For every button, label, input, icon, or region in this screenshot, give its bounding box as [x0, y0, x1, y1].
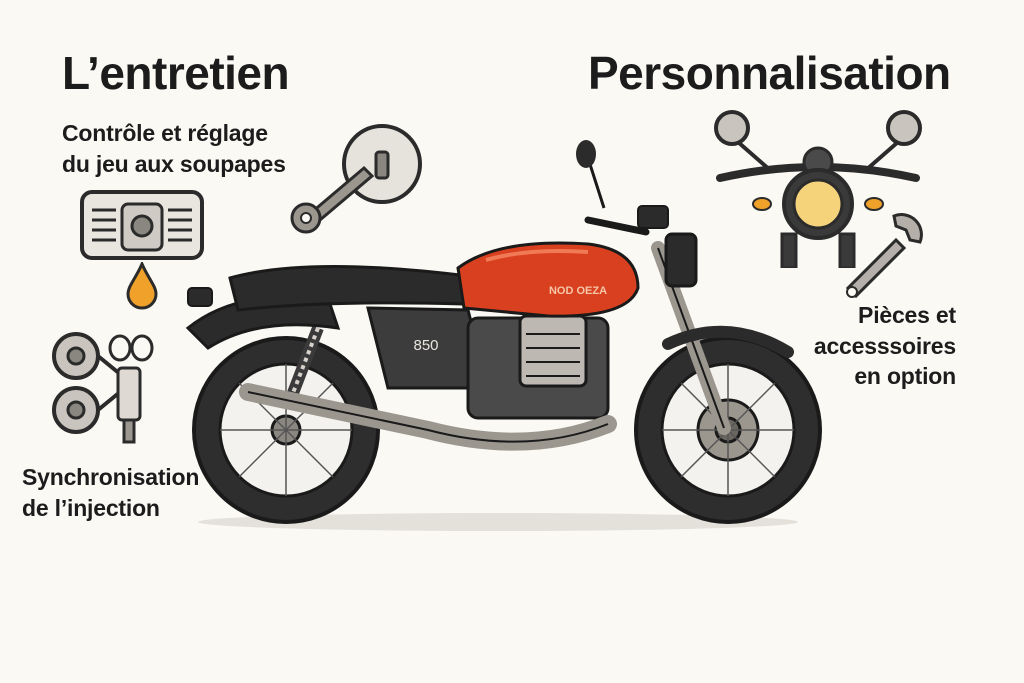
caption-injection-sync: Synchronisation de l’injection — [22, 464, 200, 521]
wrench-icon — [845, 213, 923, 299]
side-panel-number: 850 — [413, 337, 438, 354]
engine-cylinder-icon — [80, 190, 204, 260]
engine — [466, 314, 610, 420]
tank-logo: NOD OEZA — [549, 285, 607, 297]
handlebar-headlight-icon — [714, 110, 922, 268]
caption-optional-parts: Pièces et accesssoires en option — [813, 302, 956, 390]
caption-valve-clearance: Contrôle et réglage du jeu aux soupapes — [62, 120, 286, 177]
title-maintenance: L’entretien — [62, 47, 290, 99]
title-customization: Personnalisation — [588, 47, 951, 99]
throttle-body-sync-icon — [52, 332, 154, 444]
oil-drop-icon — [126, 262, 158, 310]
mirror-wrench-icon — [290, 124, 422, 234]
motorcycle-illustration: 850 NOD OEZA — [185, 140, 822, 531]
